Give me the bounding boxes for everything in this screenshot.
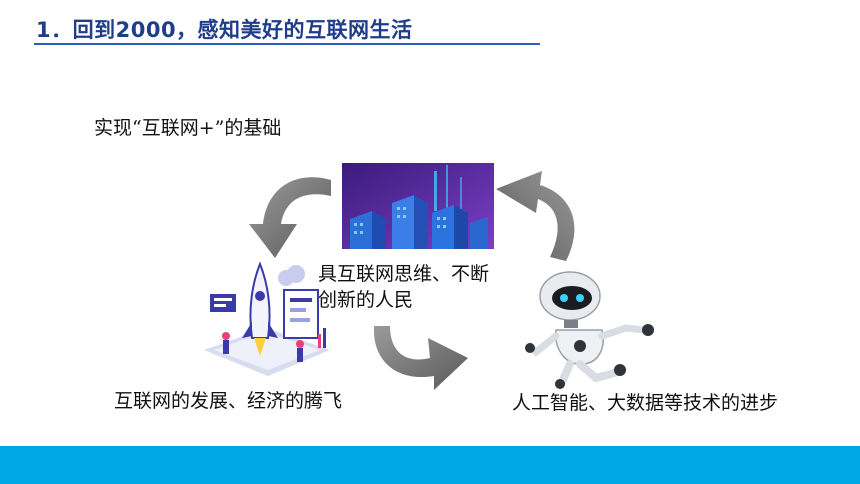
rocket-illustration — [196, 258, 336, 382]
right-text: 人工智能、大数据等技术的进步 — [512, 392, 779, 414]
footer-bar — [0, 446, 860, 484]
center-text-line1: 具互联网思维、不断 — [318, 263, 490, 285]
left-text: 互联网的发展、经济的腾飞 — [114, 390, 343, 412]
city-illustration — [342, 163, 494, 249]
slide-title: 1．回到2000，感知美好的互联网生活 — [36, 18, 413, 42]
cycle-arrow-bottom — [368, 318, 470, 392]
robot-illustration — [522, 266, 662, 390]
subtitle-text: 实现“互联网+”的基础 — [94, 117, 282, 139]
title-underline — [34, 43, 540, 45]
cycle-arrow-top-right — [492, 165, 588, 265]
cycle-arrow-top-left — [245, 166, 335, 262]
center-text-line2: 创新的人民 — [318, 289, 414, 311]
